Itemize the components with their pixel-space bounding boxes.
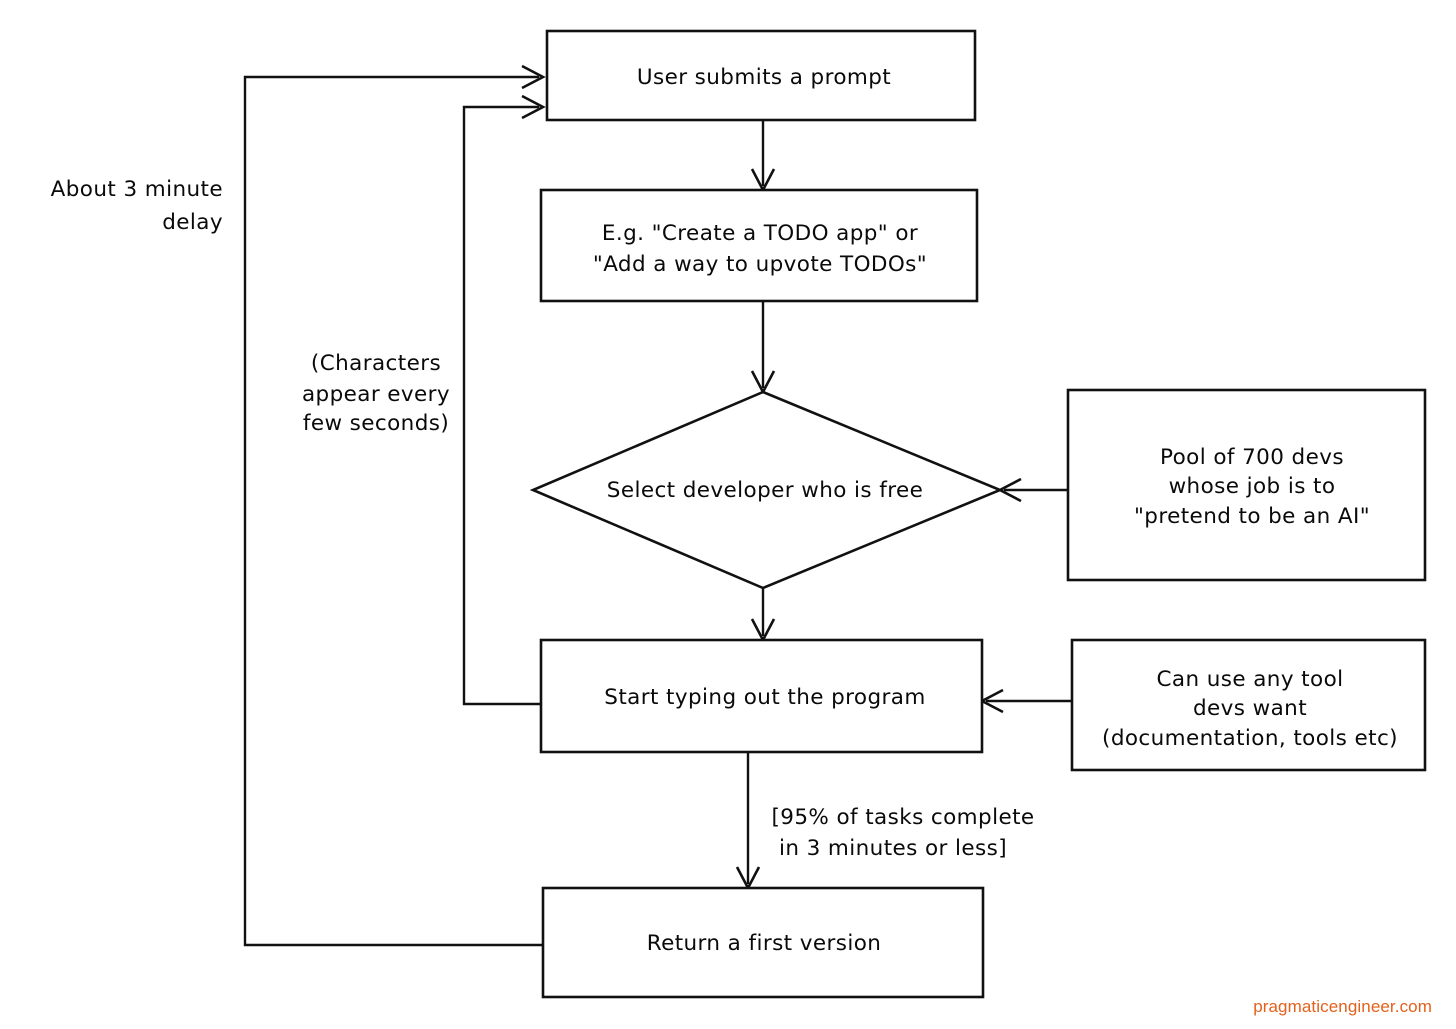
annotation-characters-note: (Characters appear every few seconds) (302, 351, 450, 436)
node-label-any-tool-line1: Can use any tool (1156, 667, 1343, 692)
annotation-characters-note-line1: (Characters (311, 351, 441, 376)
annotation-characters-note-line3: few seconds) (303, 411, 449, 436)
edge-tools-to-typing (979, 688, 1072, 714)
edge-example-to-select (750, 301, 776, 395)
node-label-dev-pool-line3: "pretend to be an AI" (1134, 504, 1370, 529)
annotation-delay-note: About 3 minute delay (51, 177, 223, 235)
node-prompt-example[interactable]: E.g. "Create a TODO app" or "Add a way t… (539, 188, 979, 303)
node-select-developer[interactable]: Select developer who is free (529, 390, 1004, 590)
node-label-select-developer: Select developer who is free (607, 478, 923, 503)
annotation-delay-note-line1: About 3 minute (51, 177, 223, 202)
node-label-dev-pool-line1: Pool of 700 devs (1160, 445, 1344, 470)
edge-typing-to-return (735, 752, 761, 891)
edge-submit-to-example (750, 120, 776, 193)
node-label-any-tool-line3: (documentation, tools etc) (1102, 726, 1398, 751)
node-user-submits-prompt[interactable]: User submits a prompt (545, 29, 977, 122)
node-label-return-first-version: Return a first version (647, 931, 882, 956)
node-label-user-submits-prompt: User submits a prompt (637, 65, 891, 90)
annotation-completion-note-line1: [95% of tasks complete (771, 805, 1034, 830)
node-label-start-typing: Start typing out the program (604, 685, 925, 710)
node-label-any-tool-line2: devs want (1193, 696, 1307, 721)
node-label-prompt-example-line2: "Add a way to upvote TODOs" (593, 252, 927, 277)
annotation-characters-note-line2: appear every (302, 382, 450, 407)
edge-pool-to-select (997, 477, 1068, 503)
node-return-first-version[interactable]: Return a first version (541, 886, 985, 999)
annotation-delay-note-line2: delay (162, 210, 223, 235)
node-start-typing[interactable]: Start typing out the program (539, 638, 984, 754)
node-any-tool[interactable]: Can use any tool devs want (documentatio… (1070, 638, 1427, 772)
edge-return-loopback-to-submit (243, 64, 546, 947)
annotation-completion-note: [95% of tasks complete in 3 minutes or l… (771, 805, 1034, 861)
node-label-prompt-example-line1: E.g. "Create a TODO app" or (602, 221, 918, 246)
edge-typing-loopback-to-submit (462, 94, 546, 706)
node-dev-pool[interactable]: Pool of 700 devs whose job is to "preten… (1066, 388, 1427, 582)
edge-select-to-typing (750, 588, 776, 643)
annotation-completion-note-line2: in 3 minutes or less] (779, 836, 1007, 861)
watermark-pragmaticengineer: pragmaticengineer.com (1253, 997, 1432, 1016)
node-label-dev-pool-line2: whose job is to (1169, 474, 1336, 499)
